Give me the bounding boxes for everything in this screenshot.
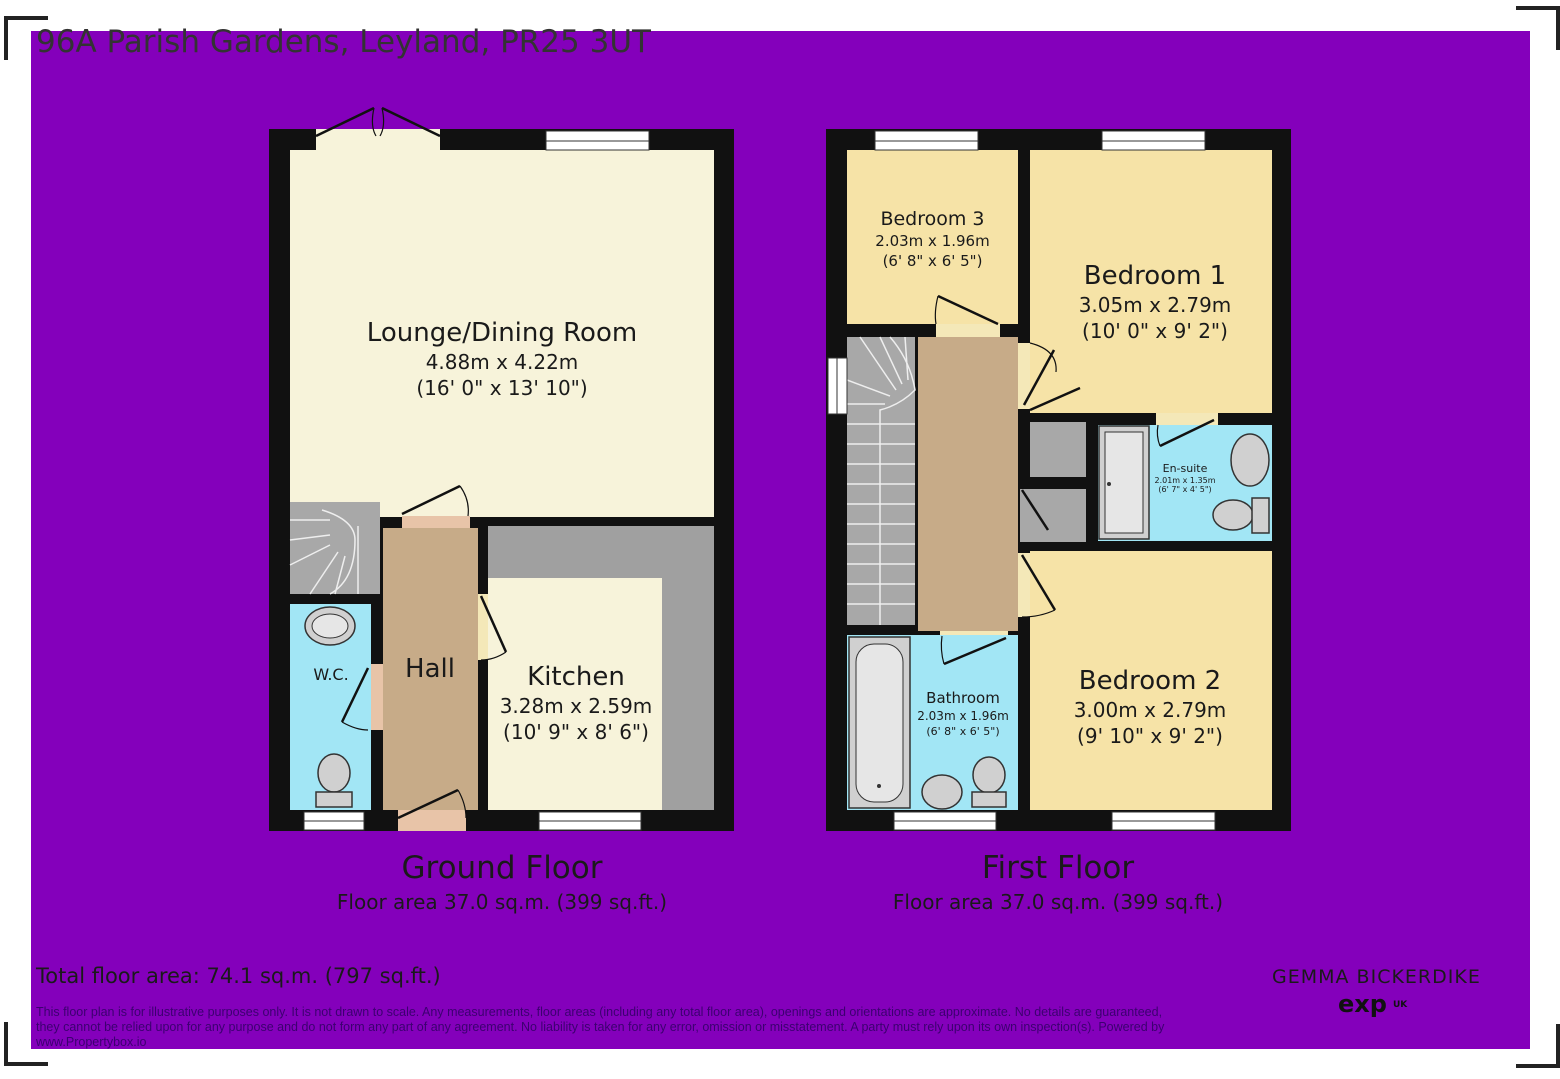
property-address: 96A Parish Gardens, Leyland, PR25 3UT [36,24,651,60]
first-floor-plan [826,129,1291,831]
wc-basin-inner [311,613,349,639]
bathroom-cistern [971,791,1007,808]
ground-floor-plan [269,106,734,831]
hall-door-opening-top [402,516,470,528]
lounge-label: Lounge/Dining Room 4.88m x 4.22m (16' 0"… [330,318,674,400]
lounge-floor [290,150,714,517]
bedroom3-door-opening [936,324,1000,337]
bathroom-toilet [972,756,1006,794]
hall-label: Hall [405,654,455,684]
bedroom3-label: Bedroom 3 2.03m x 1.96m (6' 8" x 6' 5") [847,208,1018,270]
bedroom1-floor [1030,150,1272,413]
lounge-metric: 4.88m x 4.22m [425,350,579,374]
kitchen-name: Kitchen [527,662,625,692]
ground-floor-area: Floor area 37.0 sq.m. (399 sq.ft.) [336,890,668,914]
bedroom1-imperial: (10' 0" x 9' 2") [1082,319,1228,343]
kitchen-metric: 3.28m x 2.59m [499,694,653,718]
bath-drain [877,784,881,788]
ground-stair-lines [289,509,359,595]
exp-logo-text: exp [1338,990,1387,1018]
exp-logo-region: UK [1392,1000,1408,1010]
ensuite-toilet [1212,499,1254,531]
ensuite-name: En-suite [1162,462,1208,475]
first-door-swings [934,294,1215,666]
ensuite-label: En-suite 2.01m x 1.35m (6' 7" x 4' 5") [1150,462,1220,494]
lounge-french-door-gap [316,129,440,150]
wc-toilet [317,753,351,793]
bathroom-imperial: (6' 8" x 6' 5") [926,725,1000,738]
bedroom2-floor [1030,551,1272,810]
french-door-swing [315,106,441,138]
ensuite-imperial: (6' 7" x 4' 5") [1158,485,1212,494]
first-floor-area: Floor area 37.0 sq.m. (399 sq.ft.) [892,890,1224,914]
bedroom3-imperial: (6' 8" x 6' 5") [882,252,983,270]
shower-drain [1107,482,1111,486]
ground-floor-title: Ground Floor [401,850,603,886]
wc-door-opening [371,664,383,730]
bedroom1-name: Bedroom 1 [1083,261,1227,291]
bedroom3-floor [847,150,1018,324]
bedroom1-label: Bedroom 1 3.05m x 2.79m (10' 0" x 9' 2") [1030,261,1280,343]
first-floor-title: First Floor [981,850,1135,886]
bedroom2-label: Bedroom 2 3.00m x 2.79m (9' 10" x 9' 2") [1030,666,1270,748]
lounge-name: Lounge/Dining Room [366,318,638,348]
first-stair-lines [846,336,916,625]
ensuite-shower-tray [1104,431,1144,534]
bedroom2-metric: 3.00m x 2.79m [1073,698,1227,722]
bathroom-name: Bathroom [926,689,1000,707]
ground-floor-caption: Ground Floor Floor area 37.0 sq.m. (399 … [270,850,734,914]
ground-stairs [290,502,380,594]
kitchen-door-opening [478,594,488,660]
hall-floor [383,528,478,810]
bedroom2-name: Bedroom 2 [1078,666,1222,696]
corner-mark-bottom-right [1516,1024,1560,1068]
lounge-imperial: (16' 0" x 13' 10") [416,376,588,400]
wc-label: W.C. [313,665,349,684]
corner-mark-top-left [4,16,48,60]
exp-logo: exp UK [1338,990,1407,1018]
wc-cistern [315,791,353,808]
first-stairs [847,337,915,625]
bedroom2-imperial: (9' 10" x 9' 2") [1077,724,1223,748]
bathroom-label: Bathroom 2.03m x 1.96m (6' 8" x 6' 5") [908,689,1018,738]
hall-door-opening-front [398,810,466,831]
kitchen-imperial: (10' 9" x 8' 6") [503,720,649,744]
ground-door-swings [340,484,508,820]
bedroom3-metric: 2.03m x 1.96m [875,232,990,250]
disclaimer-text: This floor plan is for illustrative purp… [36,1005,1165,1049]
ensuite-basin [1230,433,1270,487]
cupboard-2 [1020,489,1086,542]
bathroom-basin [921,774,963,810]
agent-name: GEMMA BICKERDIKE [1272,966,1481,988]
bathroom-metric: 2.03m x 1.96m [917,709,1009,723]
first-floor-caption: First Floor Floor area 37.0 sq.m. (399 s… [826,850,1290,914]
kitchen-label: Kitchen 3.28m x 2.59m (10' 9" x 8' 6") [488,662,664,744]
bath-tub-inner [855,643,904,803]
total-floor-area: Total floor area: 74.1 sq.m. (797 sq.ft.… [36,964,441,988]
ensuite-metric: 2.01m x 1.35m [1154,476,1216,485]
bedroom3-name: Bedroom 3 [880,208,985,230]
bathroom-door-opening [940,631,1008,635]
bedroom2-door-opening [1018,553,1030,617]
kitchen-open-area [488,578,662,810]
landing-floor [918,337,1018,631]
corner-mark-top-right [1516,6,1560,50]
ensuite-cistern [1251,497,1270,534]
cupboard-1 [1030,422,1086,477]
bedroom1-metric: 3.05m x 2.79m [1078,293,1232,317]
corner-mark-bottom-left [4,1022,48,1066]
ensuite-door-opening [1156,413,1218,425]
bedroom1-door-opening [1018,343,1030,409]
